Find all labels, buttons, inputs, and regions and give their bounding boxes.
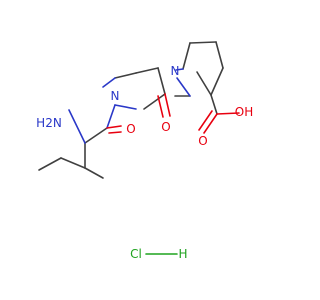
bond xyxy=(114,72,137,79)
bond xyxy=(164,93,171,117)
bond xyxy=(102,77,116,88)
bond xyxy=(175,68,184,71)
bond xyxy=(216,112,240,115)
bond xyxy=(106,104,116,129)
chlorine-label: Cl xyxy=(130,247,142,261)
atom-labels: H2N N N O O O OH Cl H xyxy=(36,64,253,261)
bond xyxy=(106,125,122,129)
bond xyxy=(210,94,218,115)
bond xyxy=(108,131,122,134)
carbon-skeleton xyxy=(38,41,224,179)
hydroxyl-label: OH xyxy=(235,105,253,119)
bond xyxy=(176,77,191,97)
nitrogen-label: N xyxy=(171,64,180,78)
bond xyxy=(210,67,224,96)
oxygen-label: O xyxy=(161,120,170,134)
bond xyxy=(84,127,108,144)
bond xyxy=(157,95,164,118)
bond xyxy=(60,157,86,169)
oxygen-label: O xyxy=(126,122,135,136)
hydrogen-label: H xyxy=(178,247,187,261)
hetero-bonds xyxy=(68,68,240,255)
bond xyxy=(157,67,166,95)
oxygen-label: O xyxy=(198,134,207,148)
bond xyxy=(38,157,62,171)
bond xyxy=(198,110,213,131)
chemical-structure: H2N N N O O O OH Cl H xyxy=(36,41,254,261)
nitrogen-label: N xyxy=(111,89,120,103)
bond xyxy=(203,113,218,134)
bond xyxy=(143,93,166,110)
bond xyxy=(114,104,137,110)
bond xyxy=(68,109,86,144)
bond xyxy=(189,41,217,44)
bond xyxy=(182,42,191,70)
bond xyxy=(196,71,212,96)
amine-label: H2N xyxy=(36,116,62,130)
bond xyxy=(215,41,224,69)
bond xyxy=(135,67,159,74)
bond xyxy=(84,167,104,179)
